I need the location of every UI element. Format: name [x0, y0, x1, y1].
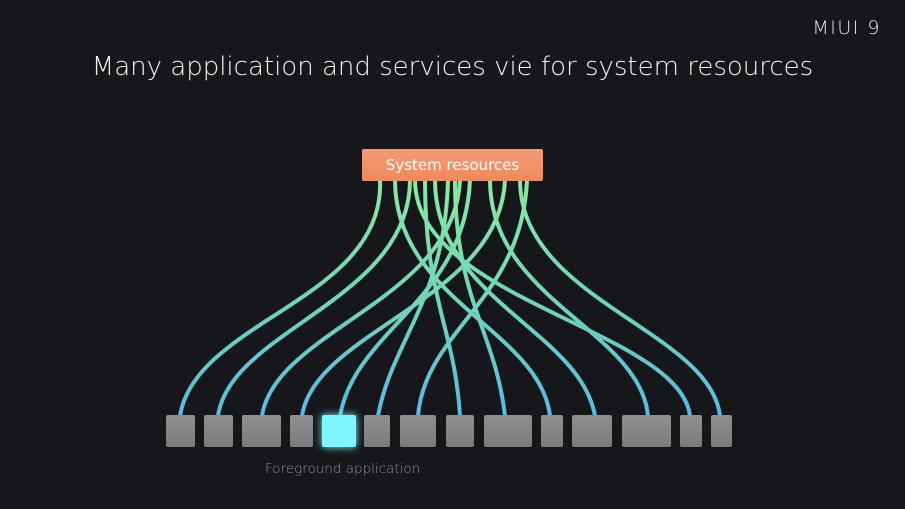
wire [433, 178, 597, 418]
app-block [204, 415, 233, 447]
foreground-application-label: Foreground application [265, 461, 421, 477]
app-block [364, 415, 390, 447]
wire [416, 178, 529, 418]
wire [518, 178, 722, 418]
miui-logo: MIUI 9 [812, 17, 881, 39]
app-block [680, 415, 702, 447]
app-blocks [166, 415, 732, 447]
app-block [400, 415, 436, 447]
foreground-app-block [322, 415, 356, 447]
app-block [711, 415, 732, 447]
app-block [572, 415, 612, 447]
wire [376, 178, 450, 418]
wire [260, 178, 462, 418]
app-block [484, 415, 532, 447]
wire [413, 178, 692, 418]
wire [488, 178, 650, 418]
app-block [446, 415, 474, 447]
wire [178, 178, 383, 418]
slide-title: Many application and services vie for sy… [91, 52, 814, 82]
app-block [541, 415, 563, 447]
app-block [290, 415, 313, 447]
connection-wires [178, 178, 722, 418]
resource-box [362, 149, 543, 181]
wire [393, 178, 552, 418]
app-block [622, 415, 671, 447]
app-block [242, 415, 281, 447]
app-block [166, 415, 195, 447]
wire [338, 178, 472, 418]
wire [453, 178, 507, 418]
